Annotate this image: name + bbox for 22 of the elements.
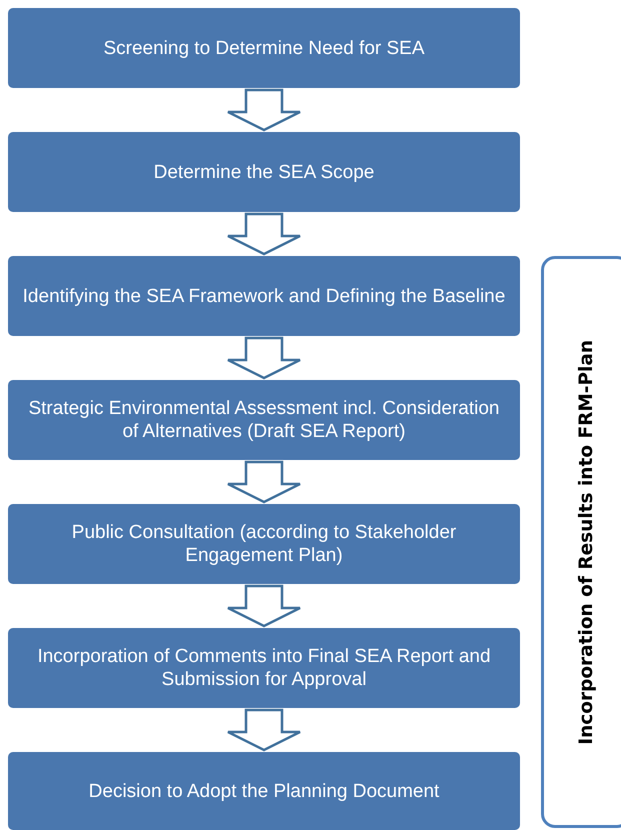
block-arrow <box>226 212 302 256</box>
block-arrow <box>226 336 302 380</box>
block-arrow <box>226 88 302 132</box>
block-arrow <box>226 584 302 628</box>
step-label: Decision to Adopt the Planning Document <box>88 780 440 802</box>
step-label: Incorporation of Comments into Final SEA Report and Submission for Approval <box>36 645 492 691</box>
step-label: Determine the SEA Scope <box>154 160 374 184</box>
bracket-panel <box>541 256 621 828</box>
process-box <box>8 752 520 830</box>
process-box <box>8 132 520 212</box>
step-label: Identifying the SEA Framework and Defining the Baseline <box>22 284 506 308</box>
process-box <box>8 8 520 88</box>
step-label: Public Consultation (according to Stakeholder Engagement Plan) <box>70 521 458 567</box>
step-label: Screening to Determine Need for SEA <box>103 36 425 60</box>
step-label: Incorporation of Results into FRM-Plan <box>576 340 596 744</box>
step-label: Strategic Environmental Assessment incl. Consideration of Alternatives (Draft SEA Report) <box>27 397 500 443</box>
block-arrow <box>226 460 302 504</box>
process-box <box>8 628 520 708</box>
block-arrow <box>226 708 302 752</box>
process-box <box>8 504 520 584</box>
process-box <box>8 256 520 336</box>
process-box <box>8 380 520 460</box>
